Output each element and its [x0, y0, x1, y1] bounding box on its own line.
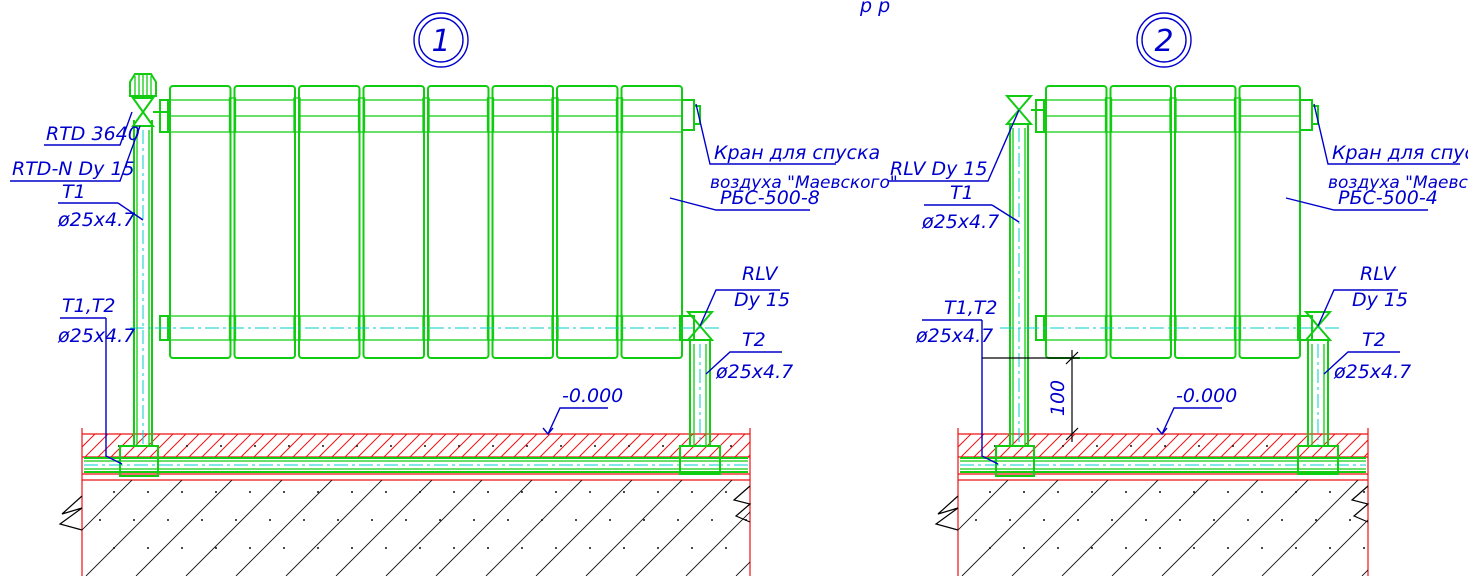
svg-text:-0.000: -0.000 [562, 385, 623, 407]
view-1-level-mark: -0.000 [542, 385, 623, 436]
view-1-label-rlv: RLV Dy 15 [699, 263, 790, 327]
svg-text:RLV: RLV [1360, 263, 1397, 285]
view-2-label-rlv: RLV Dy 15 [1317, 263, 1408, 327]
svg-text:Dy 15: Dy 15 [734, 289, 790, 311]
view-2-air-vent [1299, 99, 1319, 131]
svg-text:T2: T2 [1362, 329, 1386, 351]
svg-text:T1: T1 [950, 182, 974, 204]
view-1-floor-pipe [84, 445, 748, 477]
svg-text:100: 100 [1047, 380, 1069, 416]
svg-text:Кран для спуска: Кран для спуска [714, 142, 880, 164]
top-text-fragment: р р [859, 0, 890, 17]
view-2-dimension-100: 100 [982, 350, 1080, 442]
radiator-section [486, 85, 554, 359]
radiator-section [1104, 85, 1172, 359]
svg-text:ø25x4.7: ø25x4.7 [57, 209, 135, 231]
view-2: 2 [888, 12, 1468, 576]
view-1: 1 [10, 12, 898, 576]
view-1-radiator [159, 85, 683, 359]
svg-text:T2: T2 [742, 329, 766, 351]
view-2-label-t2: T2 ø25x4.7 [1323, 329, 1411, 383]
view-2-label-model: РБС-500-4 [1285, 187, 1438, 211]
svg-text:Кран для спуска: Кран для спуска [1332, 142, 1468, 164]
view-1-floor-slab [58, 428, 752, 576]
svg-text:воздуха "Маевского": воздуха "Маевского" [1328, 173, 1468, 193]
view-1-thermostatic-head [129, 73, 157, 97]
view-1-label-kran: Кран для спуска воздуха "Маевского" [695, 103, 898, 193]
view-1-supply-riser [129, 73, 168, 446]
radiator-section [551, 85, 619, 359]
svg-text:T1,T2: T1,T2 [944, 297, 997, 319]
view-2-level-mark: -0.000 [1156, 385, 1237, 436]
svg-text:-0.000: -0.000 [1176, 385, 1237, 407]
radiator-section [1045, 85, 1108, 359]
svg-text:RLV Dy 15: RLV Dy 15 [890, 158, 988, 180]
view-2-label-t1t2: T1,T2 ø25x4.7 [915, 297, 999, 465]
view-1-label-rtdn: RTD-N Dy 15 [10, 125, 141, 182]
svg-text:ø25x4.7: ø25x4.7 [1333, 361, 1411, 383]
view-2-label-kran: Кран для спуска воздуха "Маевского" [1313, 103, 1468, 193]
svg-text:ø25x4.7: ø25x4.7 [57, 325, 135, 347]
view-2-number-marker: 2 [1136, 12, 1192, 68]
svg-text:РБС-500-4: РБС-500-4 [1338, 187, 1438, 209]
svg-text:T1: T1 [62, 181, 86, 203]
view-1-label-model: РБС-500-8 [669, 187, 820, 211]
view-1-return-riser [685, 311, 715, 446]
view-2-return-riser [1303, 311, 1333, 446]
svg-text:RTD-N Dy 15: RTD-N Dy 15 [12, 158, 135, 180]
radiator-section [1233, 85, 1301, 359]
svg-text:РБС-500-8: РБС-500-8 [720, 187, 820, 209]
view-1-label-t1: T1 ø25x4.7 [57, 181, 144, 231]
view-2-label-t1: T1 ø25x4.7 [921, 182, 1020, 233]
radiator-section [293, 85, 361, 359]
view-2-label-rlv-top: RLV Dy 15 [888, 109, 1020, 182]
svg-text:RLV: RLV [742, 263, 779, 285]
radiator-section [615, 85, 683, 359]
svg-text:RTD 3640: RTD 3640 [46, 123, 140, 145]
svg-text:ø25x4.7: ø25x4.7 [921, 211, 999, 233]
radiator-section [169, 85, 232, 359]
view-1-label-t1t2: T1,T2 ø25x4.7 [57, 295, 135, 465]
radiator-section [357, 85, 425, 359]
svg-text:ø25x4.7: ø25x4.7 [915, 325, 993, 347]
view-1-label-t2: T2 ø25x4.7 [705, 329, 793, 383]
svg-text:ø25x4.7: ø25x4.7 [715, 361, 793, 383]
view-1-air-vent [681, 99, 701, 131]
view-2-floor-pipe [960, 445, 1366, 477]
radiator-section [422, 85, 490, 359]
view-1-number: 1 [431, 24, 450, 59]
view-1-number-marker: 1 [413, 12, 469, 68]
view-2-number: 2 [1154, 24, 1173, 59]
radiator-section [1169, 85, 1237, 359]
view-2-radiator [1035, 85, 1301, 359]
view-1-label-rtd: RTD 3640 [44, 111, 140, 146]
radiator-section [228, 85, 296, 359]
svg-text:Dy 15: Dy 15 [1352, 289, 1408, 311]
view-2-floor-slab [934, 428, 1370, 576]
view-2-supply-riser [1004, 95, 1044, 446]
svg-text:T1,T2: T1,T2 [62, 295, 115, 317]
svg-text:воздуха "Маевского": воздуха "Маевского" [710, 173, 898, 193]
